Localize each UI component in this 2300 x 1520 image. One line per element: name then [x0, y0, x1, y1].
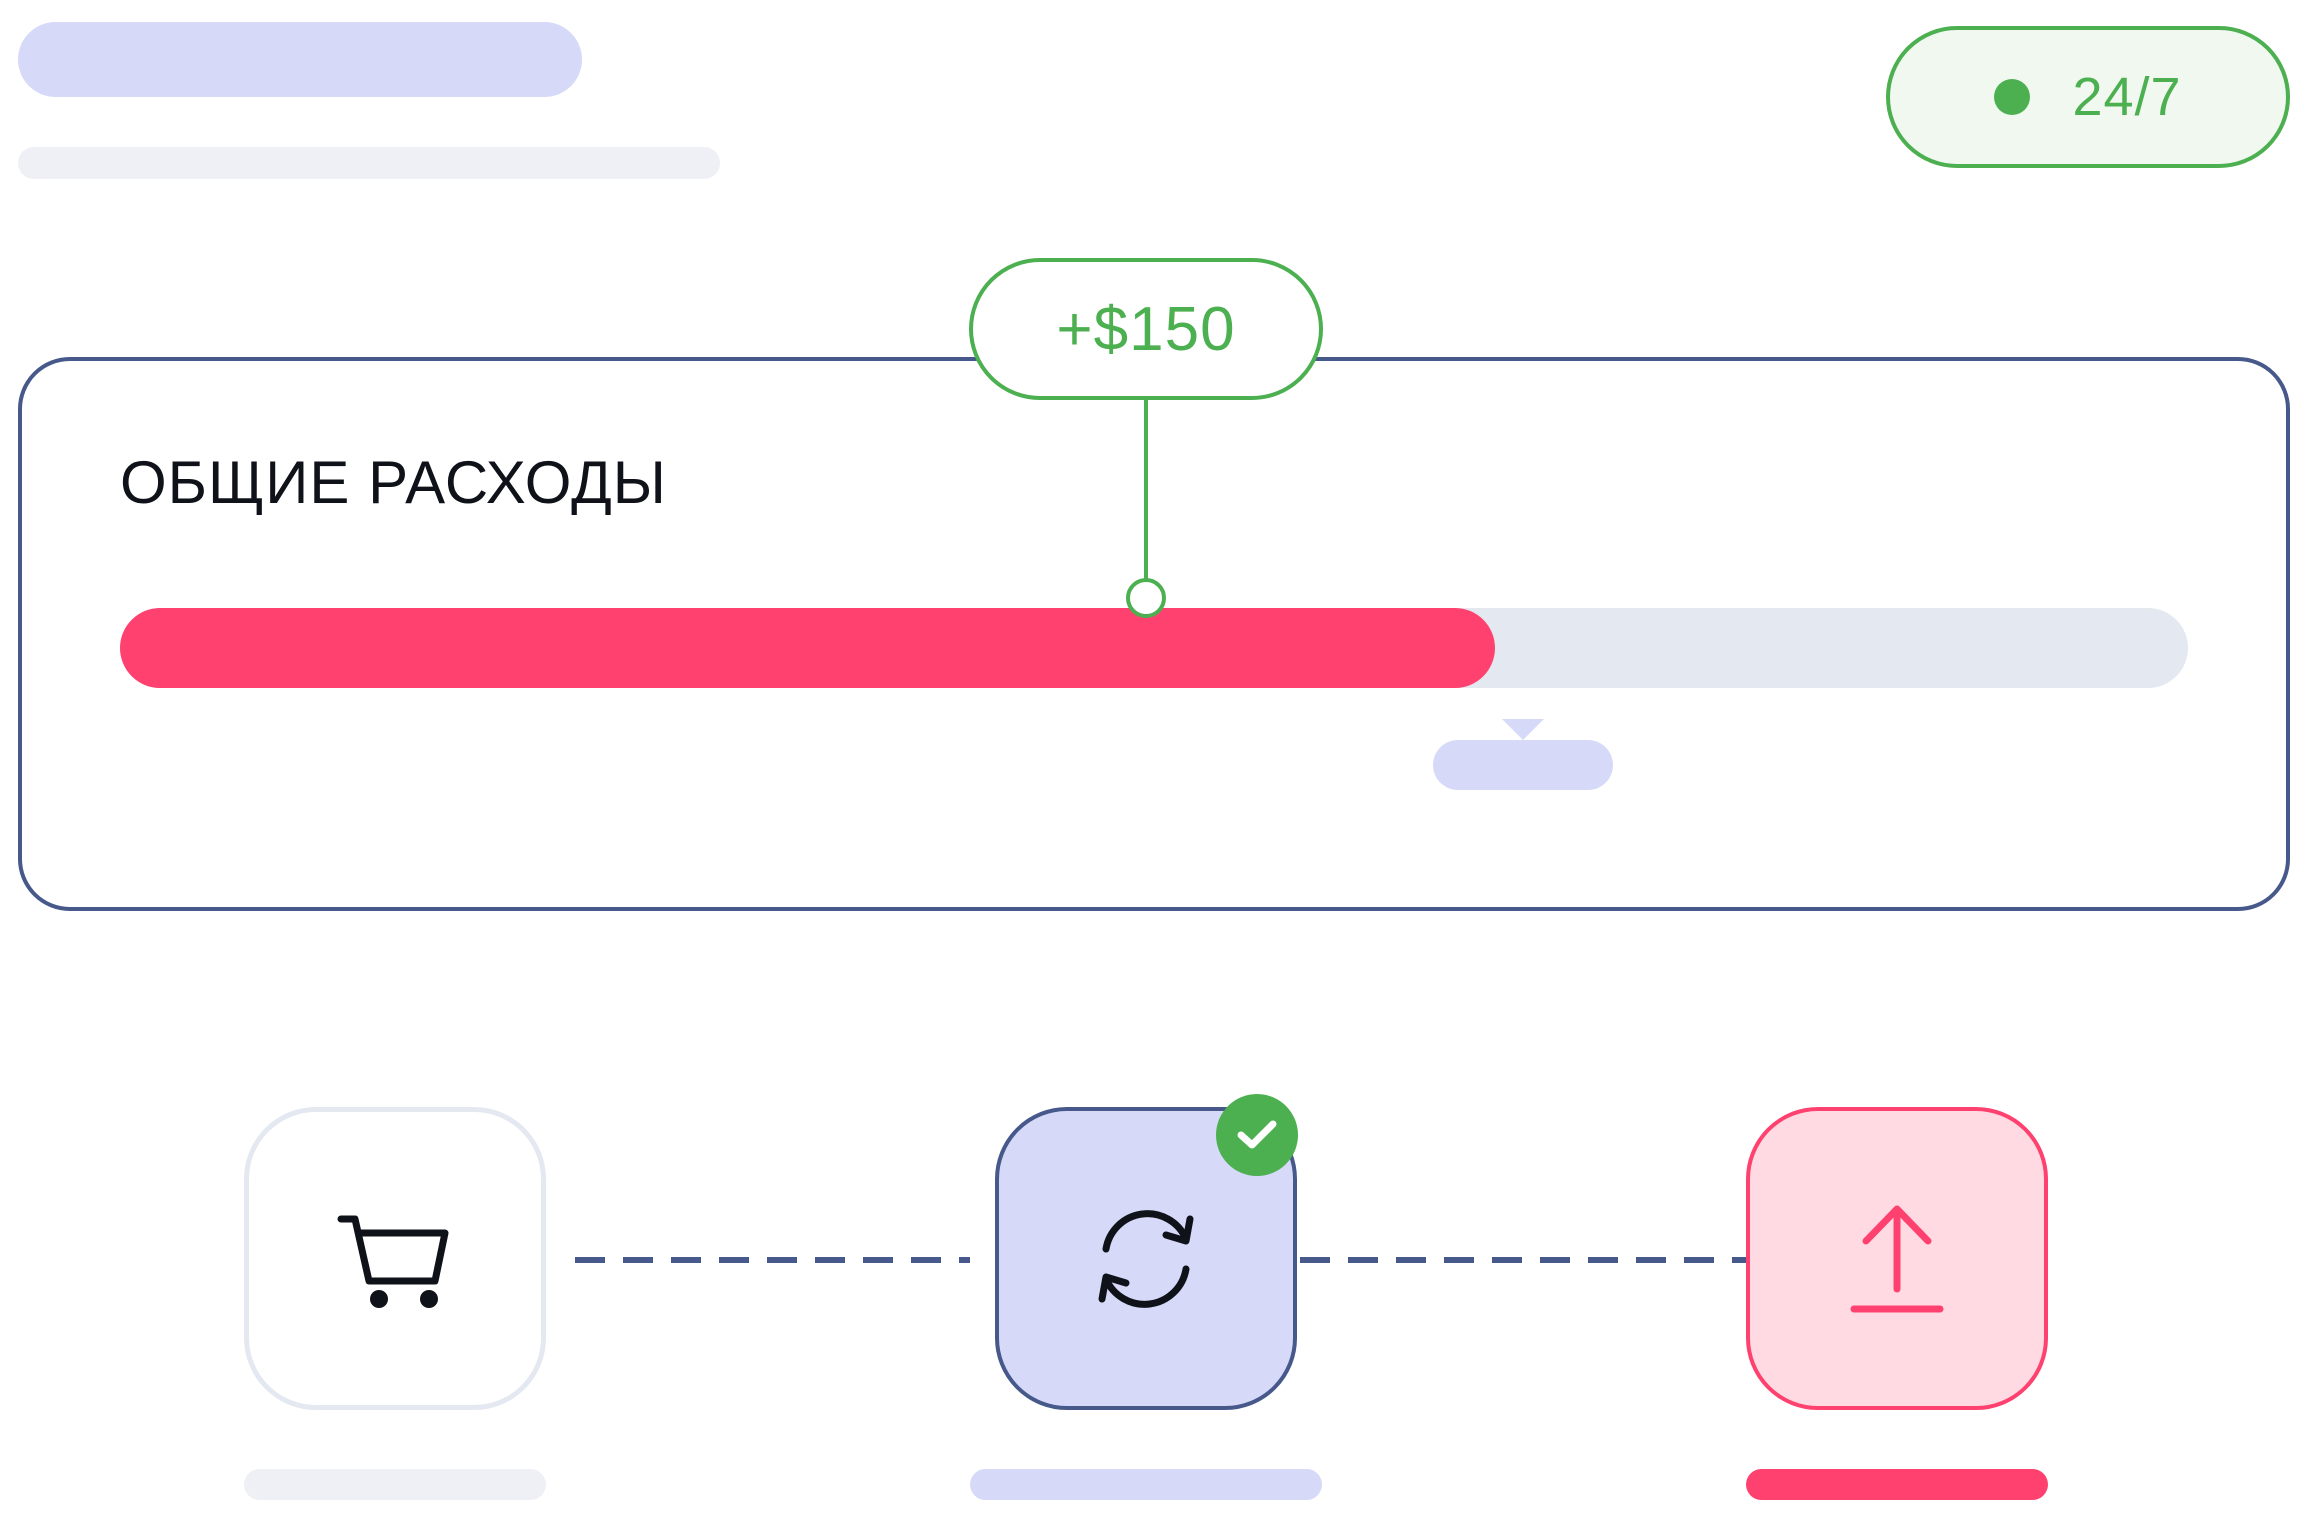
step-upload[interactable] [1746, 1107, 2048, 1410]
step-connector-1 [575, 1257, 970, 1263]
callout-handle[interactable] [1126, 578, 1166, 618]
step-sync[interactable] [995, 1107, 1297, 1410]
step-upload-label-placeholder [1746, 1469, 2048, 1500]
sync-icon [1098, 1209, 1194, 1308]
amount-callout: +$150 [969, 258, 1323, 400]
step-cart-label-placeholder [244, 1469, 546, 1500]
status-dot-icon [1994, 79, 2031, 115]
callout-connector-line [1144, 395, 1148, 595]
step-sync-label-placeholder [970, 1469, 1322, 1500]
expense-progress-fill [120, 608, 1495, 688]
availability-badge: 24/7 [1886, 26, 2290, 168]
step-connector-2 [1300, 1257, 1746, 1263]
header-subtitle-placeholder [18, 147, 720, 179]
step-completed-badge [1216, 1094, 1298, 1176]
check-icon [1237, 1120, 1277, 1149]
upload-icon [1850, 1205, 1944, 1312]
step-cart[interactable] [244, 1107, 546, 1410]
availability-label: 24/7 [2072, 67, 2182, 127]
header-title-placeholder [18, 22, 582, 97]
progress-marker-label-placeholder [1433, 740, 1613, 790]
expense-card-title: ОБЩИЕ РАСХОДЫ [120, 449, 667, 516]
amount-callout-label: +$150 [1056, 294, 1236, 364]
cart-icon [337, 1215, 449, 1308]
progress-marker-arrow-icon [1502, 719, 1544, 740]
